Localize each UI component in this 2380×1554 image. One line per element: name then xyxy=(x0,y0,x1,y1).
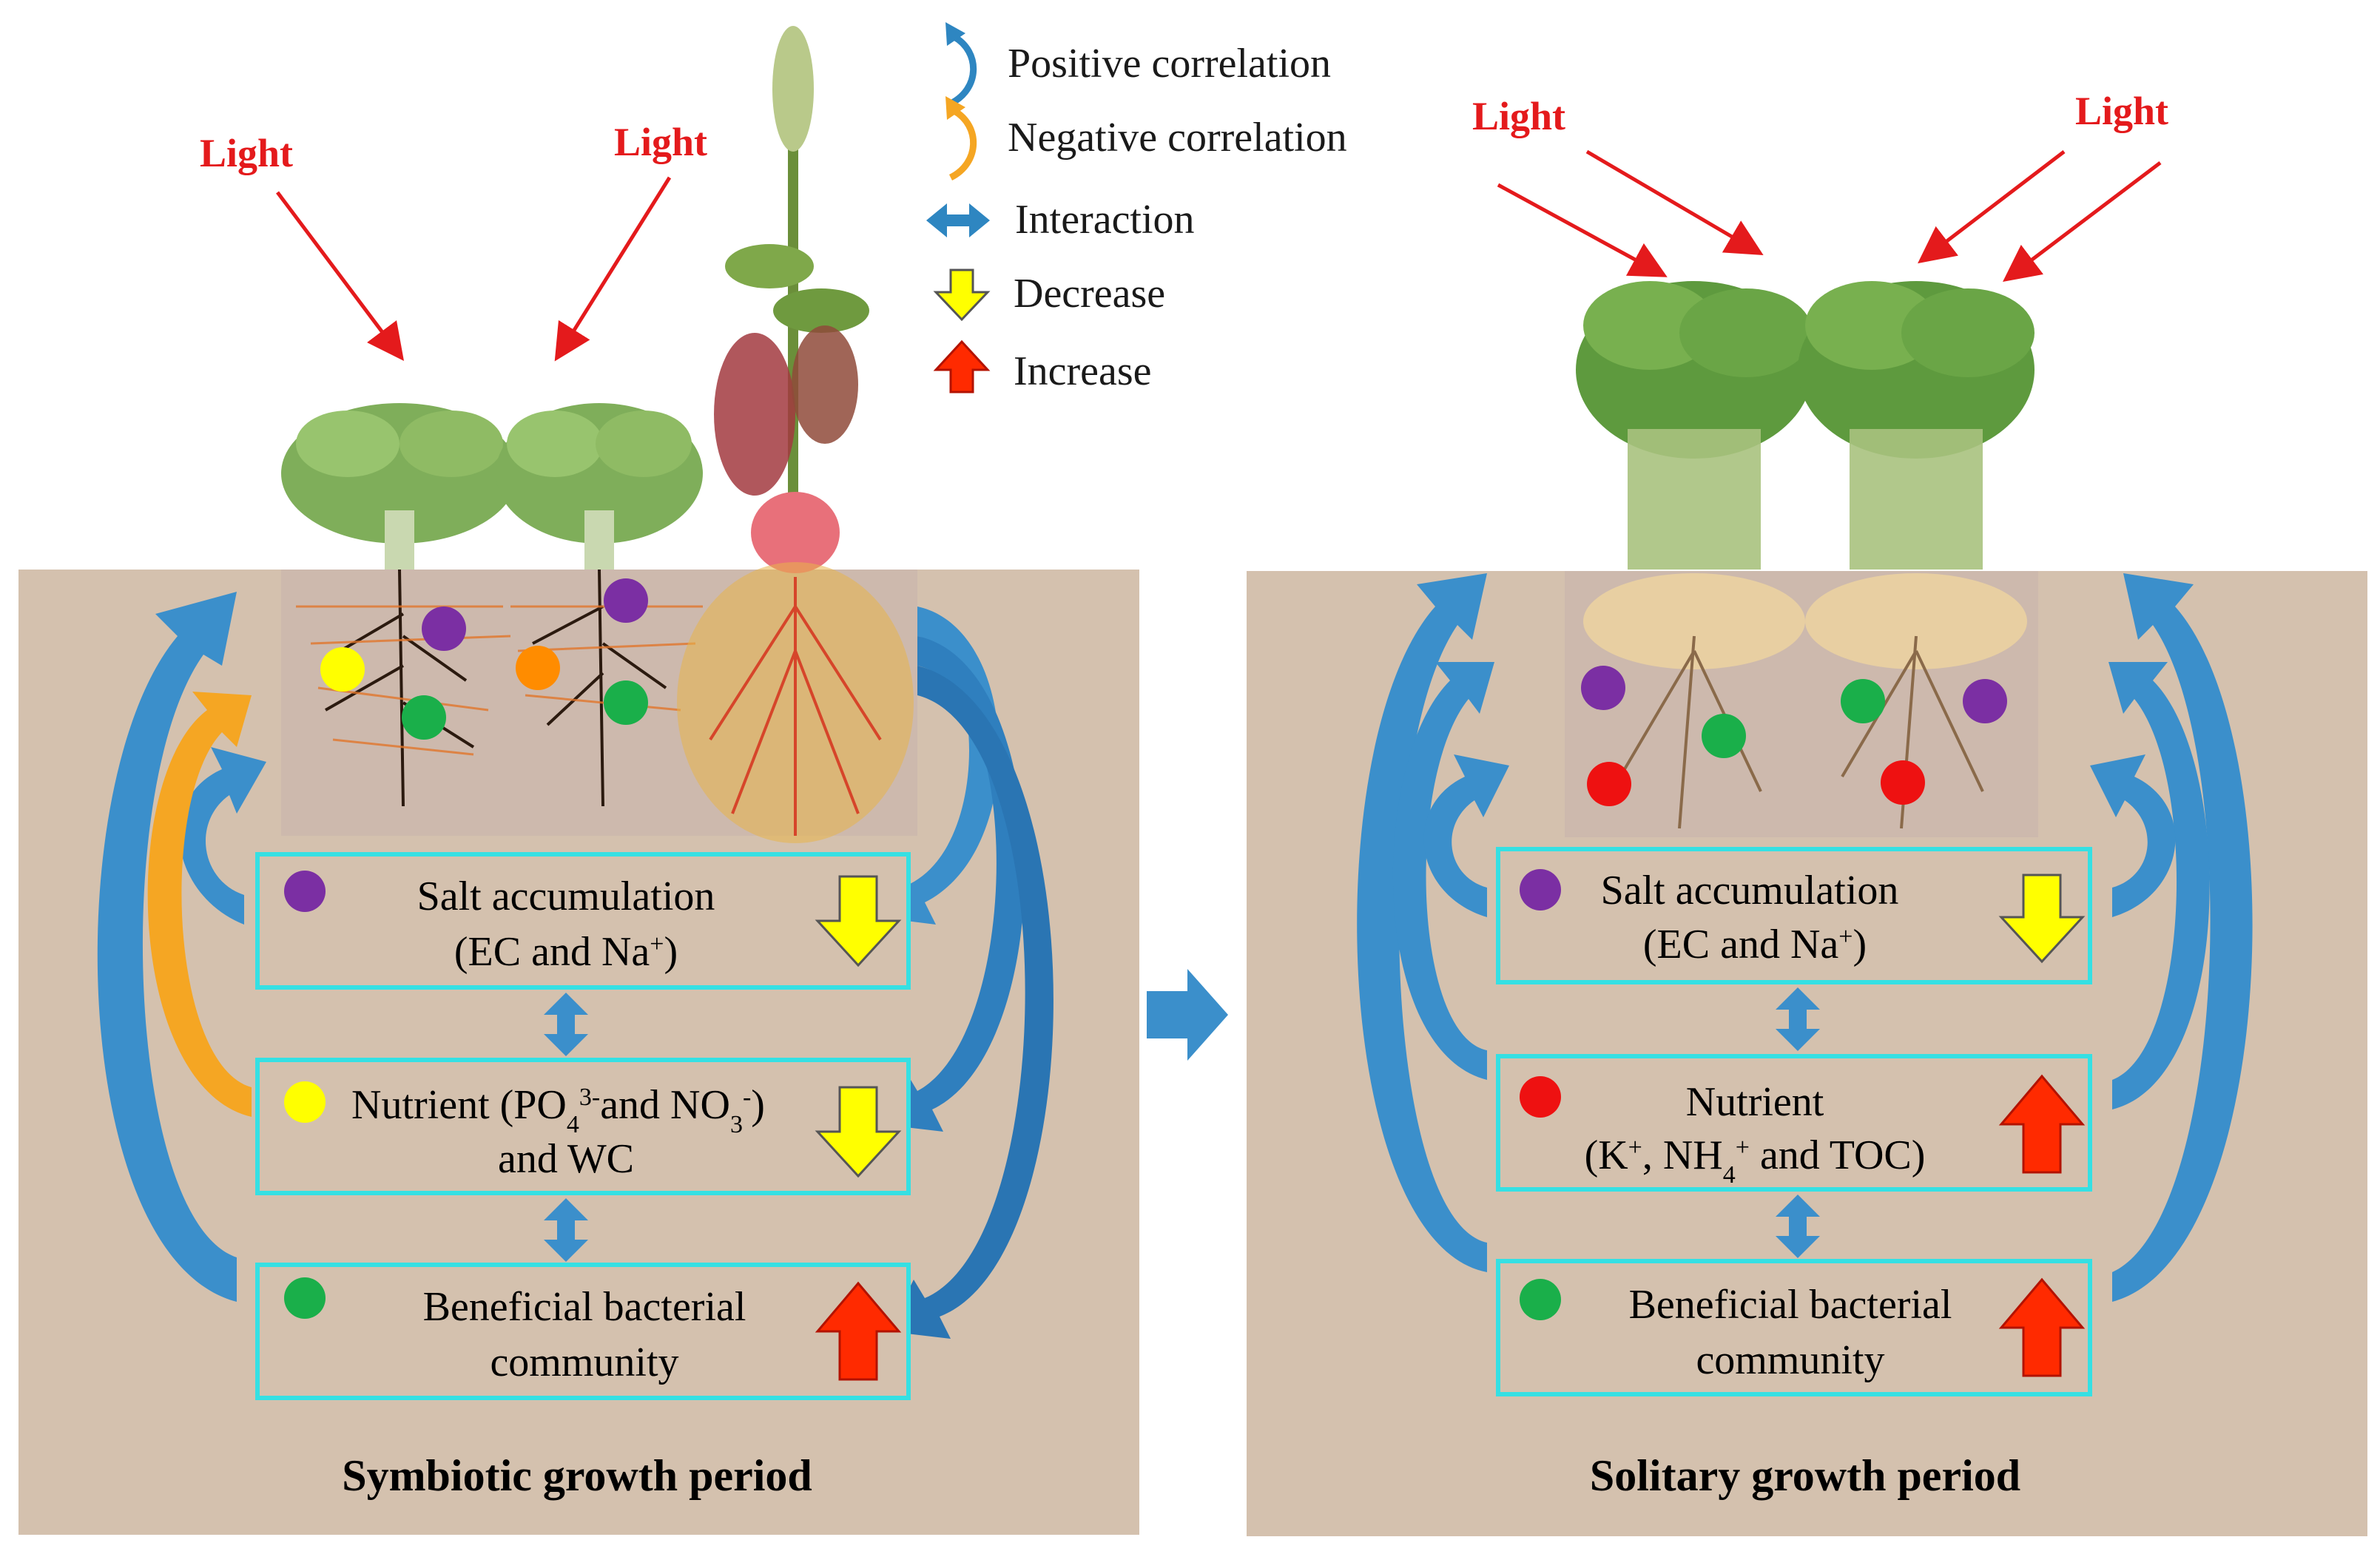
increase-arrow xyxy=(1998,1277,2086,1377)
positive-arrow xyxy=(1423,754,1509,917)
bacteria-dot xyxy=(1841,679,1885,723)
suaeda-roots xyxy=(677,562,914,843)
nutrient-dot xyxy=(320,647,365,692)
positive-arrow xyxy=(2090,754,2176,917)
box-label: (EC and Na+) xyxy=(1643,922,1867,967)
transition-arrow xyxy=(1147,969,1228,1061)
light-ray xyxy=(1585,149,1764,256)
salt-dot xyxy=(1520,869,1561,911)
bacteria-dot xyxy=(1702,714,1746,758)
decrease-arrow xyxy=(815,875,902,967)
solitary-panel: Light Light xyxy=(1247,89,2367,1536)
salt-dot xyxy=(284,871,326,912)
legend-label: Increase xyxy=(1014,348,1152,394)
light-label: Light xyxy=(200,131,293,175)
panel-title: Solitary growth period xyxy=(1590,1451,2020,1500)
box-label: Salt accumulation xyxy=(417,874,715,919)
negative-correlation-icon-head xyxy=(945,96,965,120)
positive-correlation-icon-head xyxy=(945,22,965,46)
positive-correlation-icon xyxy=(948,34,977,107)
interaction-arrow xyxy=(544,1198,588,1262)
box-label: Beneficial bacterial xyxy=(423,1284,746,1330)
interaction-arrow xyxy=(1776,1195,1820,1258)
legend-label: Negative correlation xyxy=(1008,115,1347,161)
peanut-roots xyxy=(325,569,667,807)
legend: Positive correlation Negative correlatio… xyxy=(926,22,1347,394)
light-label: Light xyxy=(1472,94,1565,138)
decrease-arrow xyxy=(815,1086,902,1178)
increase-icon xyxy=(933,339,991,393)
positive-arrow xyxy=(888,666,1054,1339)
bacteria-dot xyxy=(604,680,648,725)
box-label: Beneficial bacterial xyxy=(1629,1282,1952,1328)
bacteria-dot xyxy=(1520,1279,1561,1320)
increase-arrow xyxy=(815,1281,902,1381)
light-ray xyxy=(1497,183,1668,277)
interaction-arrow xyxy=(1776,987,1820,1051)
salt-box xyxy=(255,852,911,990)
nutrient-box xyxy=(1496,1054,2092,1192)
nutrient-dot xyxy=(1881,760,1925,805)
box-label: (EC and Na+) xyxy=(454,929,678,975)
light-label: Light xyxy=(2075,89,2168,133)
positive-arrow xyxy=(1357,573,1487,1272)
decrease-icon xyxy=(933,268,991,322)
box-label: and WC xyxy=(498,1136,634,1182)
increase-arrow xyxy=(1998,1074,2086,1174)
box-label: Nutrient (PO43-and NO3-) xyxy=(351,1082,765,1138)
nutrient-dot xyxy=(284,1081,326,1123)
peanut-plant xyxy=(1576,281,1813,829)
positive-arrow xyxy=(179,747,266,925)
decrease-arrow xyxy=(1998,874,2086,964)
nutrient-dot xyxy=(1520,1076,1561,1118)
interaction-arrow xyxy=(544,993,588,1056)
light-ray xyxy=(2003,161,2162,283)
box-label: (K+, NH4+ and TOC) xyxy=(1585,1132,1926,1189)
nutrient-box xyxy=(255,1058,911,1195)
light-ray xyxy=(1918,150,2066,264)
positive-arrow xyxy=(97,592,237,1302)
salt-dot xyxy=(1581,666,1625,710)
salt-dot xyxy=(1963,679,2007,723)
salt-dot xyxy=(604,578,648,623)
bacteria-dot xyxy=(284,1277,326,1319)
positive-arrow xyxy=(2112,573,2253,1302)
negative-arrow xyxy=(147,692,252,1117)
bacteria-box xyxy=(1496,1259,2092,1396)
box-label: Nutrient xyxy=(1686,1079,1824,1125)
nutrient-dot xyxy=(1587,762,1631,806)
salt-dot xyxy=(422,607,466,651)
light-label: Light xyxy=(614,120,707,164)
negative-correlation-icon xyxy=(948,108,977,181)
salt-box xyxy=(1496,847,2092,984)
suaeda-plant xyxy=(714,26,869,573)
panel-title: Symbiotic growth period xyxy=(342,1451,812,1500)
box-label: community xyxy=(490,1340,678,1385)
peanut-seedling xyxy=(496,403,703,570)
positive-arrow xyxy=(1392,662,1494,1080)
legend-label: Interaction xyxy=(1015,197,1195,243)
box-label: Salt accumulation xyxy=(1601,868,1899,913)
legend-label: Positive correlation xyxy=(1008,41,1331,87)
light-ray xyxy=(276,191,404,361)
interaction-icon xyxy=(926,203,990,237)
box-label: community xyxy=(1696,1337,1884,1383)
light-ray xyxy=(554,176,672,362)
bacteria-box xyxy=(255,1263,911,1400)
positive-arrow xyxy=(2108,662,2210,1109)
peanut-plant xyxy=(1798,281,2035,829)
peanut-seedling xyxy=(281,403,518,570)
bacteria-dot xyxy=(402,695,446,740)
symbiotic-panel: Light Light xyxy=(18,26,1139,1535)
legend-label: Decrease xyxy=(1014,271,1165,317)
negative-nutrient-dot xyxy=(516,646,560,690)
